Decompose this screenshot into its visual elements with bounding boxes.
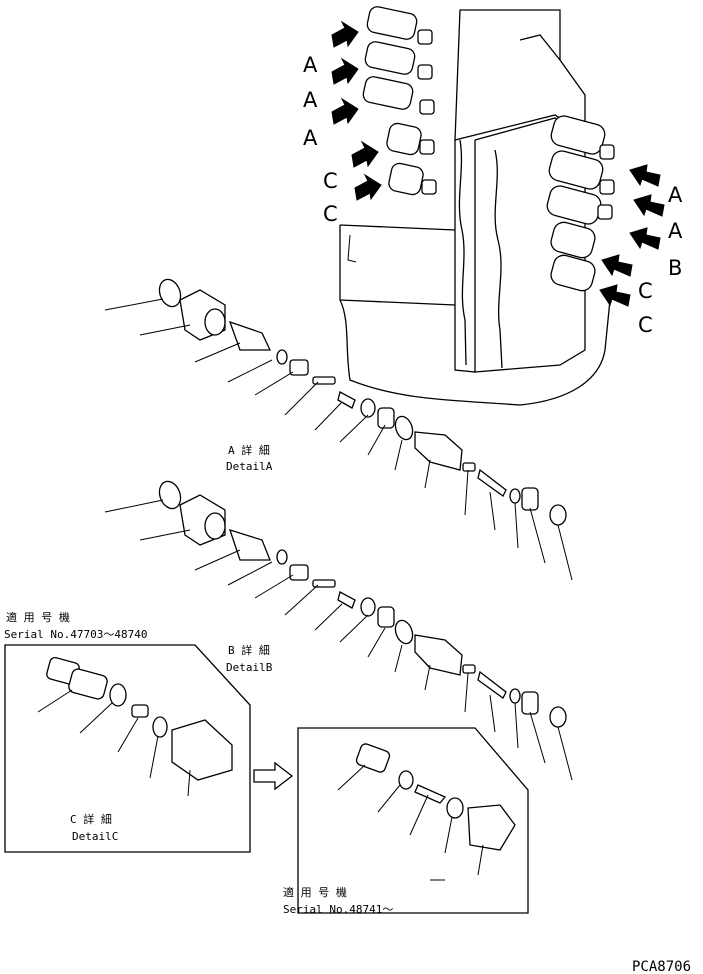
callout-letter: C xyxy=(323,202,338,226)
arrow-icon xyxy=(351,140,379,168)
arrow-icon xyxy=(331,20,359,48)
callout-letter: C xyxy=(323,169,338,193)
callout-letter: A xyxy=(303,88,318,112)
arrow-icon xyxy=(599,284,631,307)
serial-old-jp: 適 用 号 機 xyxy=(6,610,70,624)
serial-old-en: Serial No.47703～48740 xyxy=(4,628,147,641)
detail-b-leader-lines xyxy=(104,499,573,781)
callout-letter: B xyxy=(668,256,682,280)
drawing-code: PCA8706 xyxy=(632,959,691,974)
control-valve-body xyxy=(339,6,615,406)
callout-letter: C xyxy=(638,313,653,337)
detail-c-box-new: 適 用 号 機 Serial No.48741～ xyxy=(283,727,529,916)
arrow-icon xyxy=(331,97,359,125)
detail-b-parts xyxy=(158,480,567,728)
serial-new-en: Serial No.48741～ xyxy=(283,903,393,916)
detail-a-title-jp: A 詳 細 xyxy=(228,443,270,457)
arrow-icon xyxy=(601,254,633,277)
arrow-icon xyxy=(354,173,382,201)
detail-a-leader-lines xyxy=(104,298,573,581)
detail-c-title-jp: C 詳 細 xyxy=(70,812,112,826)
detail-a-title-en: DetailA xyxy=(226,460,273,473)
detail-c-box: C 詳 細 DetailC xyxy=(4,644,251,853)
callout-letter: A xyxy=(668,219,683,243)
callout-arrows xyxy=(331,20,665,307)
callout-letters-right: A A B C C xyxy=(638,183,683,337)
hollow-arrow-icon xyxy=(253,761,294,791)
callout-letter: A xyxy=(303,53,318,77)
callout-letter: C xyxy=(638,279,653,303)
detail-a-parts xyxy=(158,278,567,526)
callout-letters-left: A A A C C xyxy=(303,53,338,226)
callout-letter: A xyxy=(303,126,318,150)
detail-b-title-en: DetailB xyxy=(226,661,273,674)
arrow-icon xyxy=(633,194,665,217)
arrow-icon xyxy=(629,227,661,250)
detail-b-title-jp: B 詳 細 xyxy=(228,643,270,657)
serial-new-jp: 適 用 号 機 xyxy=(283,885,347,899)
arrow-icon xyxy=(629,164,661,187)
arrow-icon xyxy=(331,57,359,85)
detail-c-title-en: DetailC xyxy=(72,830,118,843)
callout-letter: A xyxy=(668,183,683,207)
